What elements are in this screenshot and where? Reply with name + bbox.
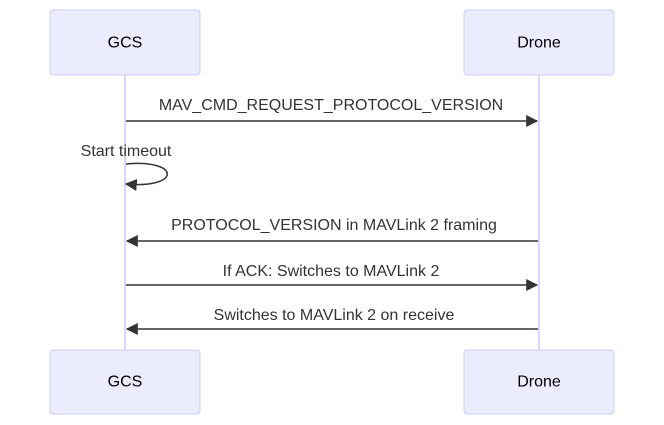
actor-label: GCS [108,374,143,391]
message-label: Switches to MAVLink 2 on receive [214,307,455,324]
message-if-ack-switch: If ACK: Switches to MAVLink 2 [126,263,539,291]
actor-label: Drone [517,35,561,52]
message-protocol-version-reply: PROTOCOL_VERSION in MAVLink 2 framing [125,217,538,247]
message-label: MAV_CMD_REQUEST_PROTOCOL_VERSION [159,97,503,114]
actor-drone-top: Drone [463,9,615,76]
message-label: PROTOCOL_VERSION in MAVLink 2 framing [171,217,497,234]
message-switch-on-receive: Switches to MAVLink 2 on receive [125,307,538,335]
self-loop-arrow [124,162,168,191]
message-label: Start timeout [81,143,172,160]
actor-label: Drone [517,374,561,391]
actor-label: GCS [108,35,143,52]
message-start-timeout: Start timeout [81,143,172,191]
message-request-protocol-version: MAV_CMD_REQUEST_PROTOCOL_VERSION [126,97,539,127]
actor-drone-bottom: Drone [463,349,615,415]
actor-gcs-top: GCS [49,9,201,76]
message-label: If ACK: Switches to MAVLink 2 [223,263,440,280]
actor-gcs-bottom: GCS [49,349,201,415]
